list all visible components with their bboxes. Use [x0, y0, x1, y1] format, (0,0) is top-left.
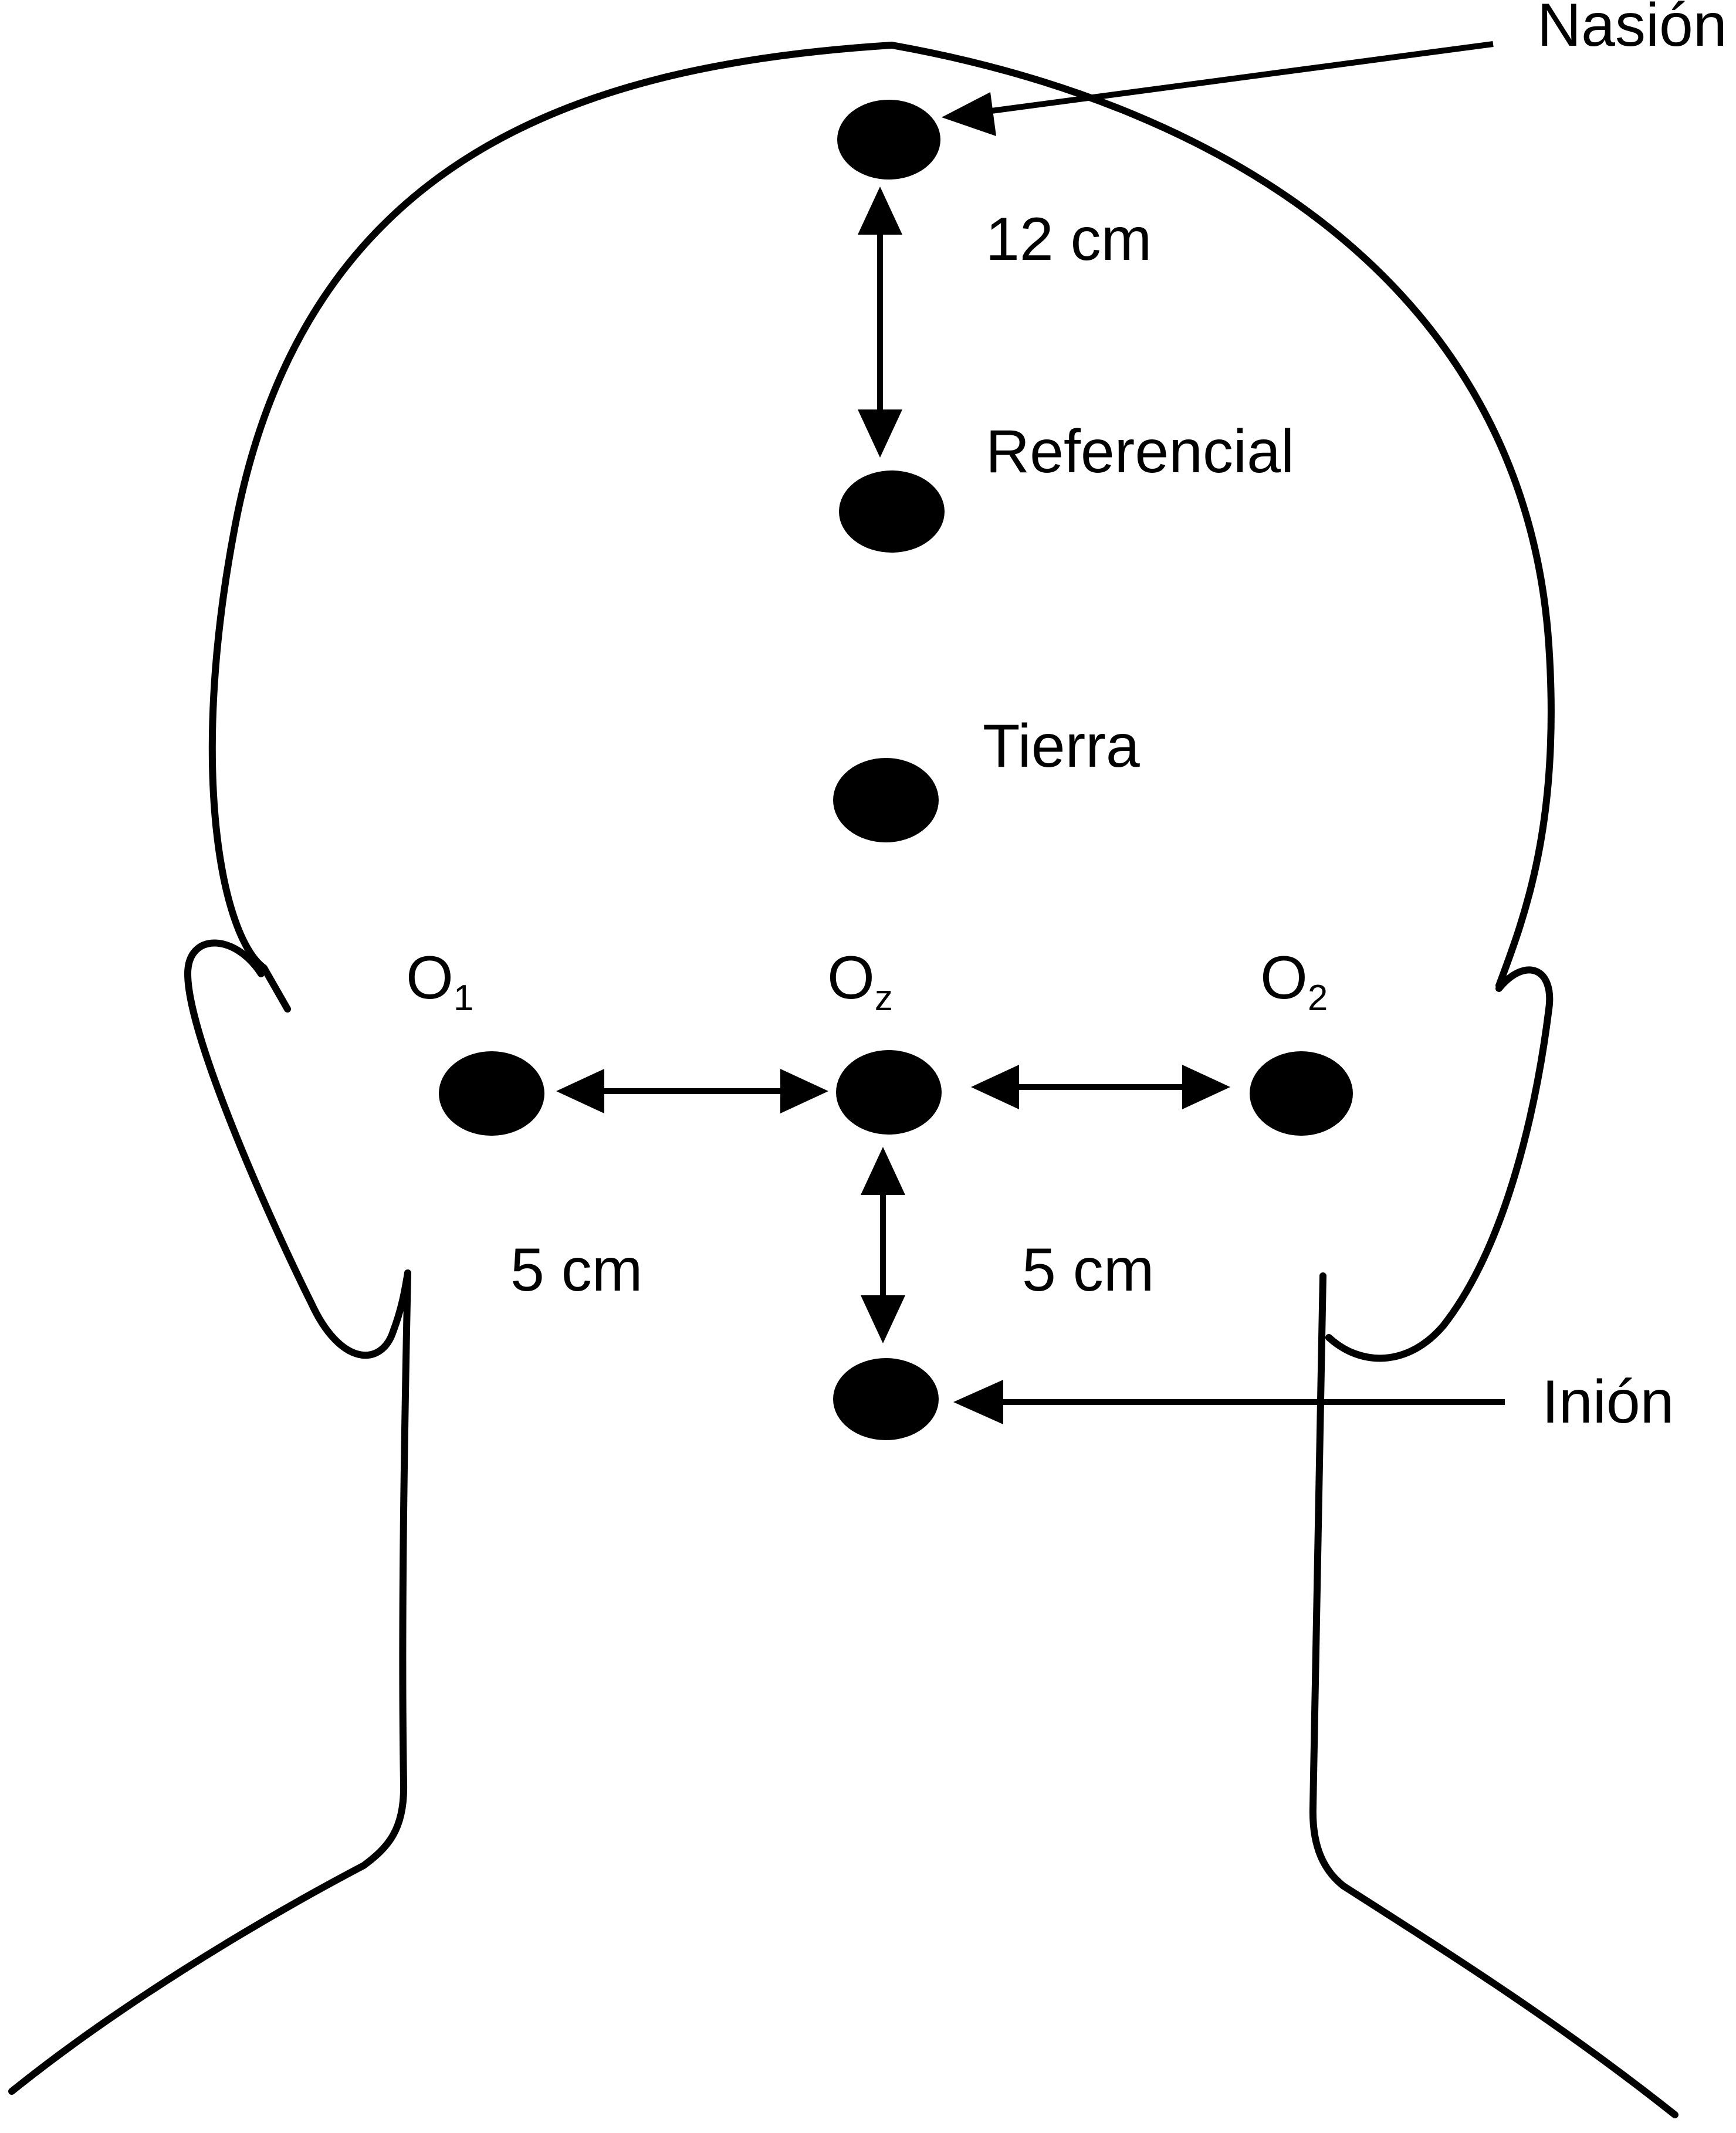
electrode-tierra	[833, 758, 939, 842]
left-ear	[184, 939, 411, 1359]
arrow-oz-o2	[971, 1065, 1230, 1109]
label-5cm-right: 5 cm	[1022, 1236, 1154, 1304]
label-5cm-left: 5 cm	[510, 1236, 642, 1304]
label-inion: Inión	[1542, 1368, 1674, 1436]
label-oz: Oz	[827, 944, 893, 1018]
neck-left	[8, 1269, 411, 2095]
head-outline-right	[888, 42, 1555, 989]
electrode-inion	[833, 1358, 939, 1440]
arrow-o1-oz	[556, 1069, 828, 1113]
label-o2: O2	[1260, 944, 1328, 1018]
electrode-oz	[836, 1050, 942, 1135]
neck-right	[1309, 1272, 1679, 2118]
label-nasion: Nasión	[1537, 0, 1727, 59]
electrode-nasion-dot	[837, 100, 940, 180]
label-o1: O1	[406, 944, 473, 1018]
label-12cm: 12 cm	[986, 205, 1152, 273]
arrow-oz-inion	[861, 1147, 905, 1343]
electrode-referencial	[839, 470, 945, 553]
label-referencial: Referencial	[986, 418, 1294, 486]
head-outline	[208, 42, 895, 1013]
arrow-12cm	[858, 187, 902, 458]
right-ear	[1325, 966, 1554, 1362]
electrode-o2	[1250, 1051, 1353, 1136]
nasion-pointer	[942, 41, 1494, 136]
label-tierra: Tierra	[983, 712, 1140, 780]
electrode-o1	[439, 1051, 544, 1136]
inion-pointer	[953, 1380, 1505, 1424]
